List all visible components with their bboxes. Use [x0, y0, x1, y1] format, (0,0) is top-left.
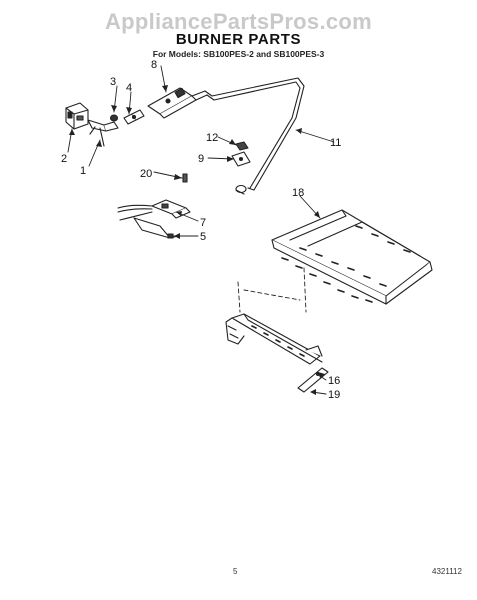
callout-11: 11	[330, 137, 341, 149]
document-number: 4321112	[432, 567, 462, 576]
part-4-fitting[interactable]	[123, 109, 145, 125]
callout-labels: 3 4 8 2 1 12 9 20 11 18 7 5 16 19	[61, 59, 341, 401]
part-7-igniter[interactable]	[117, 199, 191, 221]
callout-19: 19	[328, 389, 340, 401]
watermark: AppliancePartsPros.com	[104, 9, 373, 34]
page-number: 5	[233, 567, 238, 576]
callout-2: 2	[61, 153, 67, 165]
part-16-burner-tube[interactable]	[225, 313, 323, 365]
part-8-manifold-fitting[interactable]	[147, 87, 208, 119]
callout-20: 20	[140, 168, 152, 180]
part-2-valve-body[interactable]	[65, 102, 89, 130]
part-1-valve-stem[interactable]	[87, 119, 119, 147]
callout-4: 4	[126, 82, 132, 94]
callout-7: 7	[200, 217, 206, 229]
callout-3: 3	[110, 76, 116, 88]
part-19-bracket[interactable]	[297, 367, 329, 393]
part-3-nut[interactable]	[109, 114, 119, 122]
part-20-screw[interactable]	[182, 173, 188, 183]
part-11-supply-tube[interactable]	[204, 77, 305, 195]
callout-16: 16	[328, 375, 340, 387]
callout-12: 12	[206, 132, 218, 144]
part-12-nut[interactable]	[235, 141, 249, 151]
callout-9: 9	[198, 153, 204, 165]
callout-18: 18	[292, 187, 304, 199]
model-subtitle: For Models: SB100PES-2 and SB100PES-3	[152, 49, 325, 59]
part-18-burner-baffle[interactable]	[271, 209, 433, 305]
callout-5: 5	[200, 231, 206, 243]
callout-1: 1	[80, 165, 86, 177]
part-5-igniter-holder[interactable]	[133, 217, 179, 239]
part-9-bracket[interactable]	[231, 151, 251, 167]
page-title: BURNER PARTS	[175, 31, 302, 48]
callout-8: 8	[151, 59, 157, 71]
leader-arrowheads	[69, 85, 325, 395]
alignment-lines	[237, 267, 307, 313]
